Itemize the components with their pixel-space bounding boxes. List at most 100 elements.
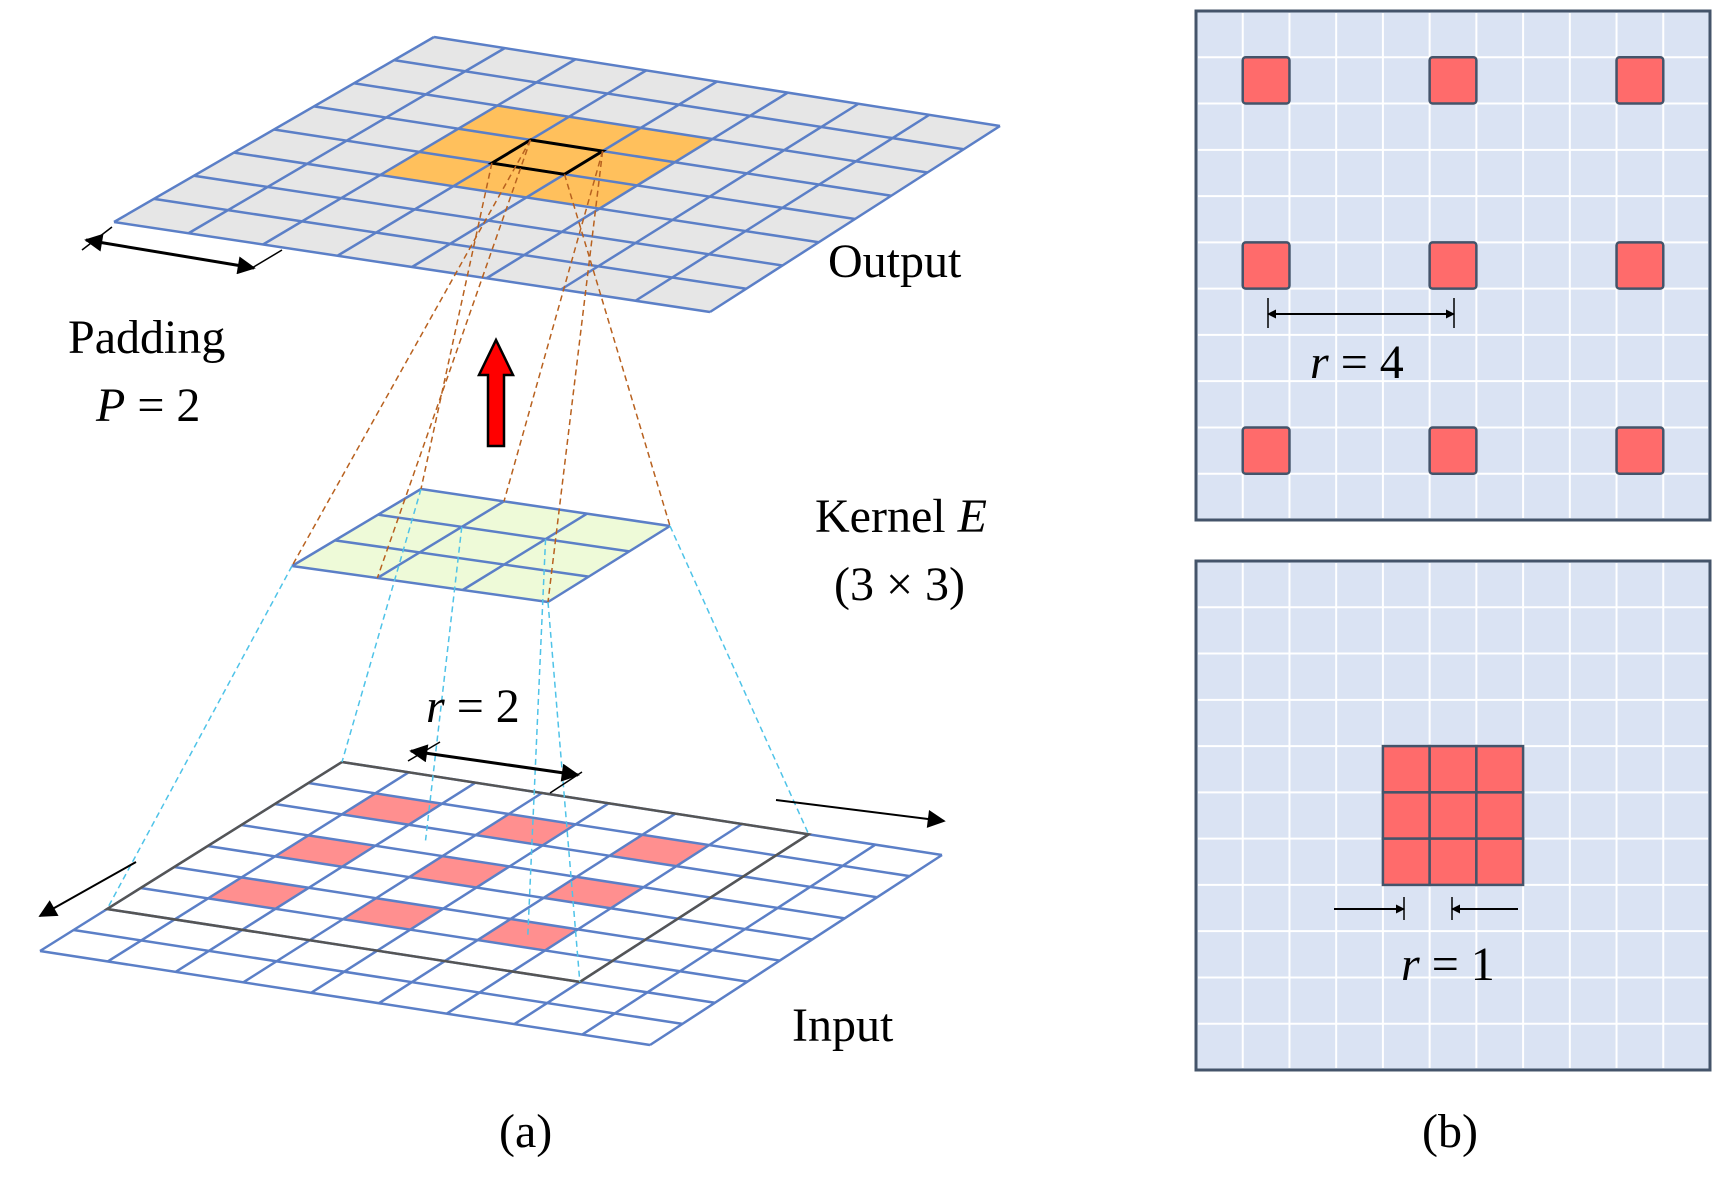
grid-cell xyxy=(679,950,780,982)
grid-cell xyxy=(378,489,504,527)
padding-arrow xyxy=(84,233,256,275)
grid-line xyxy=(193,174,783,267)
grid-line xyxy=(274,802,878,899)
grid-cell xyxy=(677,897,778,930)
grid-cell xyxy=(561,208,673,244)
grid-cell xyxy=(309,919,411,951)
grid-cell xyxy=(241,856,343,888)
grid-cell xyxy=(274,783,376,815)
dilation-grid-r1 xyxy=(1194,559,1712,1072)
dilation-grid-r4 xyxy=(1194,9,1712,522)
grid-cell xyxy=(635,277,747,312)
grid-line xyxy=(291,487,422,568)
grid-cell xyxy=(746,150,856,185)
kernel-sample-cell xyxy=(1381,837,1431,887)
grid-line xyxy=(174,865,780,962)
grid-cell xyxy=(311,971,412,1004)
grid-line xyxy=(377,513,630,553)
grid-cell xyxy=(114,198,228,234)
kernel-sample-cell xyxy=(1428,791,1478,840)
grid-cell xyxy=(575,803,676,835)
grid-cell xyxy=(411,961,513,993)
output-label: Output xyxy=(828,235,962,288)
grid-cell xyxy=(504,539,630,577)
grid-line xyxy=(420,487,671,528)
grid-cell xyxy=(462,564,589,602)
grid-cell xyxy=(208,929,310,962)
grid-cell xyxy=(598,243,709,278)
grid-cell xyxy=(274,106,387,141)
grid-cell xyxy=(709,173,820,208)
grid-cell xyxy=(377,552,505,590)
grid-cell xyxy=(175,950,277,983)
grid-cell xyxy=(344,950,445,983)
grid-cell xyxy=(410,908,511,940)
kernel-sample-cell xyxy=(1241,241,1291,290)
grid-cell xyxy=(821,103,930,139)
grid-cell xyxy=(378,982,480,1014)
kernel-sample-cell xyxy=(1428,241,1478,290)
grid-cell xyxy=(274,835,376,867)
kernel-grid xyxy=(291,487,671,604)
panel-a: Output Padding P = 2 Kernel E (3 × 3) r … xyxy=(38,35,1001,1158)
grid-cell xyxy=(709,824,809,856)
projection-line xyxy=(376,139,532,579)
output-grid xyxy=(113,35,1001,314)
grid-cell xyxy=(479,971,580,1003)
caption-b: (b) xyxy=(1422,1105,1478,1158)
kernel-sample-cell xyxy=(1241,56,1291,105)
grid-cell xyxy=(228,187,342,222)
grid-line xyxy=(334,539,589,578)
grid-cell xyxy=(386,94,498,129)
grid-line xyxy=(39,949,651,1047)
grid-line xyxy=(547,524,671,604)
grid-cell xyxy=(174,898,276,930)
grid-cell xyxy=(819,161,928,196)
grid-cell xyxy=(73,909,175,941)
grid-cell xyxy=(414,186,527,221)
grid-cell xyxy=(512,950,613,982)
grid-cell xyxy=(642,813,742,846)
projection-line xyxy=(563,174,671,527)
grid-cell xyxy=(491,139,603,175)
grid-cell xyxy=(672,254,783,289)
grid-cell xyxy=(777,886,878,919)
grid-cell xyxy=(341,793,442,825)
grid-line xyxy=(241,823,845,920)
grid-line xyxy=(649,853,943,1047)
grid-cell xyxy=(855,138,964,173)
grid-cell xyxy=(576,855,677,888)
kernel-sample-cell xyxy=(1428,426,1478,475)
grid-line xyxy=(153,197,747,290)
kernel-size-label: (3 × 3) xyxy=(834,558,965,611)
grid-cell xyxy=(337,232,451,267)
grid-cell xyxy=(263,221,377,256)
grid-cell xyxy=(577,908,678,940)
grid-cell xyxy=(569,93,679,128)
grid-cell xyxy=(614,992,715,1024)
grid-cell xyxy=(241,804,342,836)
grid-cell xyxy=(243,961,345,993)
grid-line xyxy=(485,91,789,280)
grid-cell xyxy=(743,855,843,887)
grid-line xyxy=(560,102,860,291)
grid-cell xyxy=(443,887,544,919)
kernel-sample-cell xyxy=(1475,791,1525,840)
grid-cell xyxy=(750,92,859,127)
grid-cell xyxy=(450,220,562,255)
projection-line xyxy=(106,565,293,910)
grid-cell xyxy=(536,59,647,94)
kernel-label: Kernel E xyxy=(815,490,987,543)
grid-cell xyxy=(275,887,377,920)
grid-cell xyxy=(419,128,531,164)
grid-cell xyxy=(342,845,443,878)
grid-line xyxy=(376,500,505,580)
grid-cell xyxy=(712,929,813,961)
grid-cell xyxy=(394,37,505,72)
grid-cell xyxy=(453,163,565,198)
grid-cell xyxy=(543,876,644,909)
grid-cell xyxy=(307,140,420,175)
grid-line xyxy=(107,771,410,963)
grid-cell xyxy=(465,48,576,83)
grid-cell xyxy=(380,151,492,187)
